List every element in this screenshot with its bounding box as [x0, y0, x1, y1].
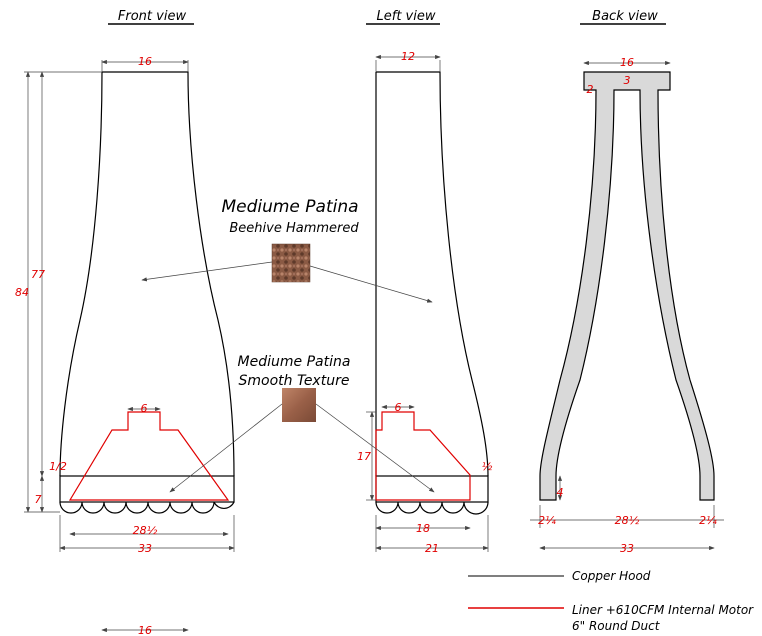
back-2-label: 2	[587, 83, 594, 96]
left-duct-label: 6	[395, 401, 402, 414]
front-height-77-label: 77	[31, 268, 45, 281]
left-liner	[375, 411, 471, 501]
patina2-title: Mediume Patina	[238, 354, 351, 370]
back-hood-frame	[539, 71, 715, 501]
legend-duct-label: 6" Round Duct	[572, 619, 661, 633]
legend-liner-label: Liner +610CFM Internal Motor	[572, 603, 754, 617]
back-right-quarter-label: 2¼	[699, 514, 717, 527]
back-top-width-label: 16	[620, 56, 634, 69]
front-view: 16 84 77 7 1/2 6 28½ 33	[15, 55, 235, 555]
back-view-title: Back view	[592, 9, 658, 24]
front-base-7-label: 7	[35, 493, 42, 506]
left-view-title: Left view	[377, 9, 436, 24]
left-18-label: 18	[416, 522, 430, 535]
front-28-label: 28½	[133, 524, 158, 537]
bottom-partial-dimension: 16	[101, 624, 189, 636]
patina1-subtitle: Beehive Hammered	[229, 221, 359, 236]
left-hood-base	[375, 475, 489, 503]
bottom-16-label: 16	[138, 624, 152, 636]
front-height-84-label: 84	[15, 286, 29, 299]
smooth-texture-swatch	[282, 388, 316, 422]
left-17-label: 17	[357, 450, 371, 463]
front-scalloped-trim	[59, 501, 235, 514]
back-view: 16 3 2 4 2¼ 28½ 2¼ 33	[530, 56, 724, 555]
finish-callouts: Mediume Patina Beehive Hammered Mediume …	[141, 197, 435, 493]
left-21-label: 21	[425, 542, 439, 555]
beehive-hammered-swatch	[271, 243, 311, 283]
front-duct-label: 6	[141, 402, 148, 415]
front-view-title: Front view	[118, 9, 187, 24]
left-scalloped-trim	[375, 501, 489, 515]
front-33-label: 33	[138, 542, 152, 555]
front-half-label: 1/2	[49, 460, 67, 473]
front-hood-base	[59, 475, 235, 503]
back-4-label: 4	[557, 486, 564, 499]
left-hood-outline	[375, 71, 489, 477]
front-top-width-label: 16	[138, 55, 152, 68]
left-half-label: ½	[482, 460, 493, 473]
left-view: 12 6 17 ½ 18 21	[357, 50, 493, 555]
legend-copper-label: Copper Hood	[572, 569, 651, 583]
back-left-quarter-label: 2¼	[538, 514, 556, 527]
back-28-label: 28½	[615, 514, 640, 527]
patina2-subtitle: Smooth Texture	[239, 373, 350, 389]
front-liner	[68, 411, 230, 501]
patina1-title: Mediume Patina	[221, 197, 358, 217]
left-top-width-label: 12	[401, 50, 415, 63]
back-33-label: 33	[620, 542, 634, 555]
back-3-label: 3	[624, 74, 631, 87]
legend: Copper Hood Liner +610CFM Internal Motor…	[468, 569, 754, 633]
front-hood-outline	[59, 71, 235, 477]
